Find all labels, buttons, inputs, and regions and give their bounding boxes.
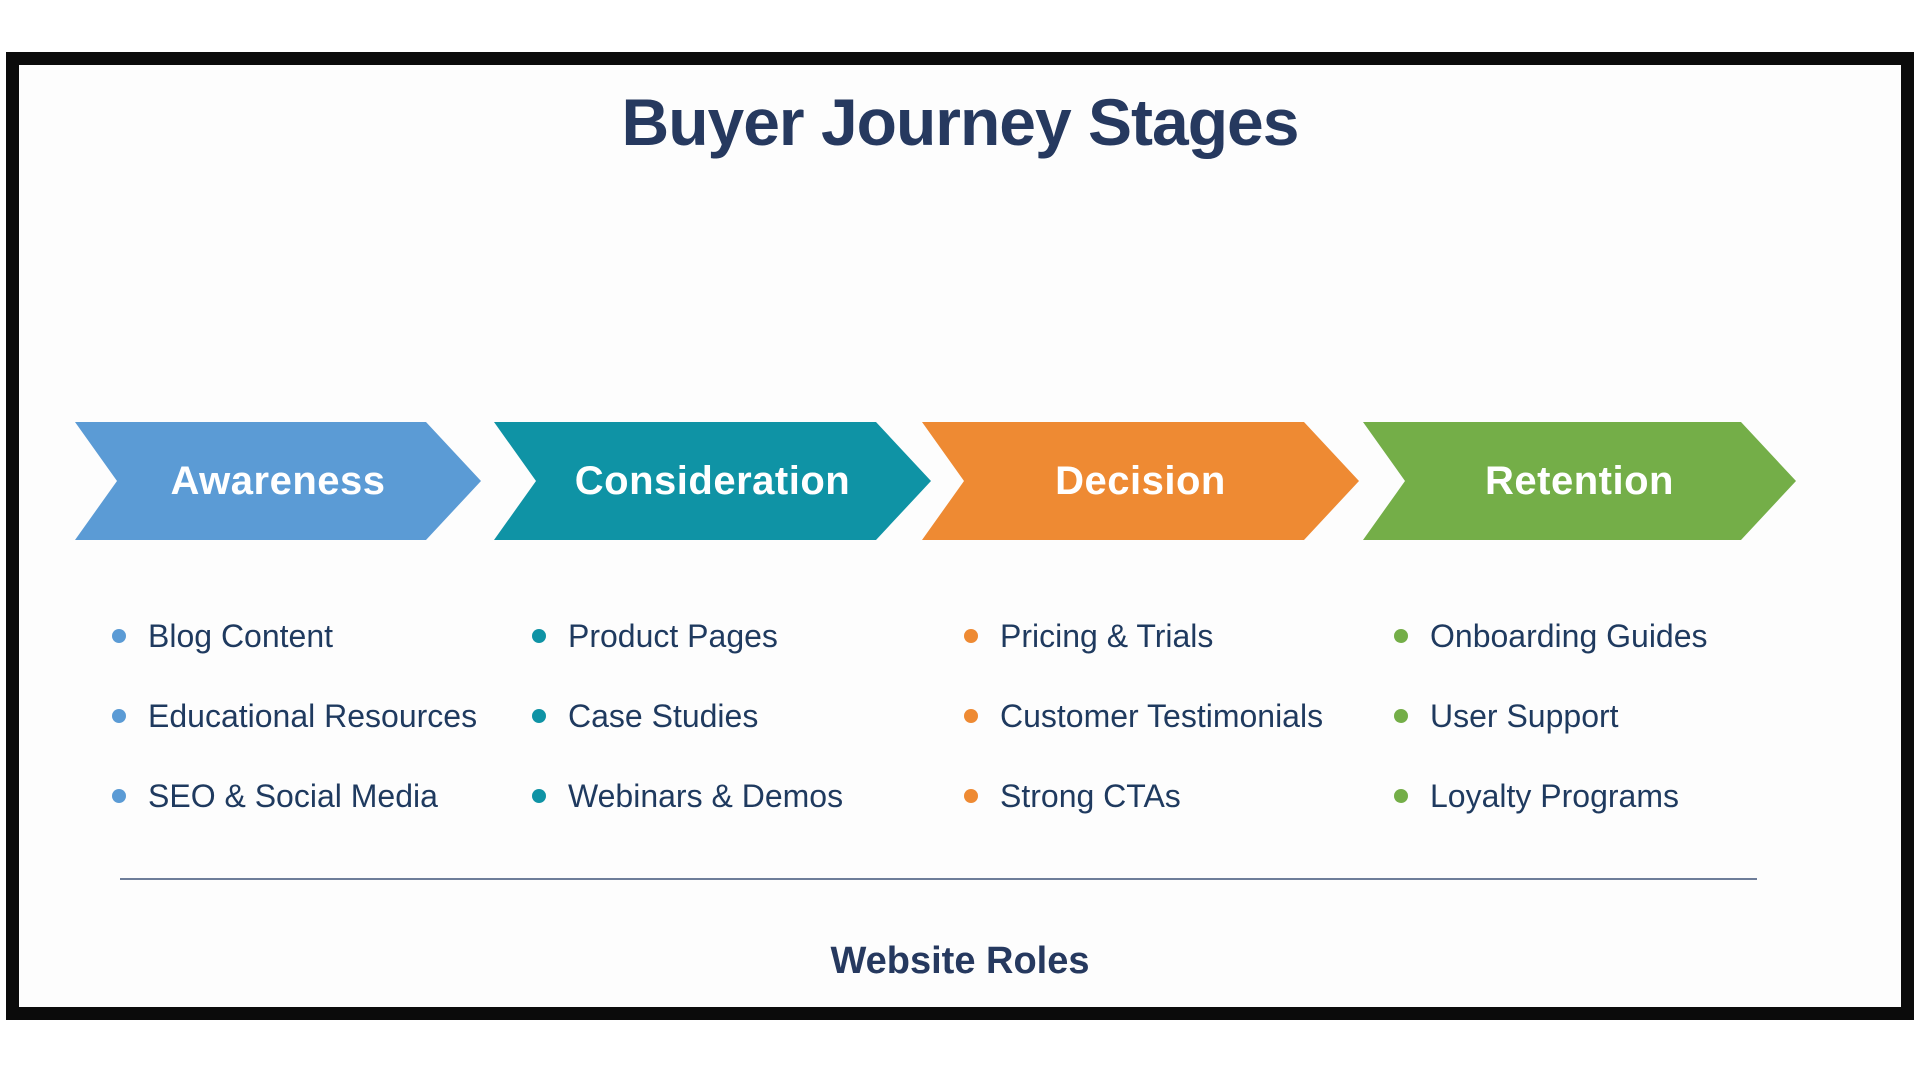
- stage-label-retention: Retention: [1485, 458, 1674, 503]
- bullet-icon: [112, 789, 126, 803]
- stage-arrow-decision: Decision: [922, 422, 1359, 540]
- item-label: User Support: [1430, 697, 1619, 734]
- stage-items-awareness: Blog Content Educational Resources SEO &…: [112, 614, 477, 854]
- stage-arrow-consideration: Consideration: [494, 422, 931, 540]
- item-label: Case Studies: [568, 697, 759, 734]
- list-item: Webinars & Demos: [532, 774, 843, 818]
- bullet-icon: [1394, 789, 1408, 803]
- list-item: Product Pages: [532, 614, 843, 658]
- list-item: Strong CTAs: [964, 774, 1323, 818]
- list-item: Educational Resources: [112, 694, 477, 738]
- item-label: Loyalty Programs: [1430, 777, 1679, 814]
- list-item: Blog Content: [112, 614, 477, 658]
- item-label: Educational Resources: [148, 697, 478, 734]
- list-item: Onboarding Guides: [1394, 614, 1708, 658]
- list-item: Loyalty Programs: [1394, 774, 1708, 818]
- stage-arrow-awareness: Awareness: [75, 422, 481, 540]
- list-item: Pricing & Trials: [964, 614, 1323, 658]
- list-item: Customer Testimonials: [964, 694, 1323, 738]
- list-item: User Support: [1394, 694, 1708, 738]
- divider-line: [120, 878, 1757, 880]
- bullet-icon: [532, 789, 546, 803]
- list-item: SEO & Social Media: [112, 774, 477, 818]
- bullet-icon: [112, 709, 126, 723]
- item-label: Blog Content: [148, 617, 334, 654]
- stage-items-consideration: Product Pages Case Studies Webinars & De…: [532, 614, 843, 854]
- list-item: Case Studies: [532, 694, 843, 738]
- bullet-icon: [532, 629, 546, 643]
- stage-label-awareness: Awareness: [170, 458, 386, 503]
- stage-label-consideration: Consideration: [574, 458, 851, 503]
- item-label: Onboarding Guides: [1430, 617, 1708, 654]
- bullet-icon: [964, 789, 978, 803]
- diagram-title: Buyer Journey Stages: [621, 85, 1300, 159]
- item-label: SEO & Social Media: [148, 777, 438, 814]
- bullet-icon: [532, 709, 546, 723]
- stage-label-decision: Decision: [1055, 458, 1226, 503]
- bullet-icon: [1394, 629, 1408, 643]
- stage-items-retention: Onboarding Guides User Support Loyalty P…: [1394, 614, 1708, 854]
- footer-title: Website Roles: [830, 940, 1090, 982]
- item-label: Pricing & Trials: [1000, 617, 1214, 654]
- item-label: Strong CTAs: [1000, 777, 1181, 814]
- item-label: Customer Testimonials: [1000, 697, 1324, 734]
- bullet-icon: [1394, 709, 1408, 723]
- item-label: Webinars & Demos: [568, 777, 844, 814]
- stage-items-decision: Pricing & Trials Customer Testimonials S…: [964, 614, 1323, 854]
- item-label: Product Pages: [568, 617, 778, 654]
- bullet-icon: [112, 629, 126, 643]
- bullet-icon: [964, 629, 978, 643]
- stage-arrow-retention: Retention: [1363, 422, 1796, 540]
- bullet-icon: [964, 709, 978, 723]
- stage-arrow-row: Awareness Consideration Decision Retenti…: [0, 422, 1920, 540]
